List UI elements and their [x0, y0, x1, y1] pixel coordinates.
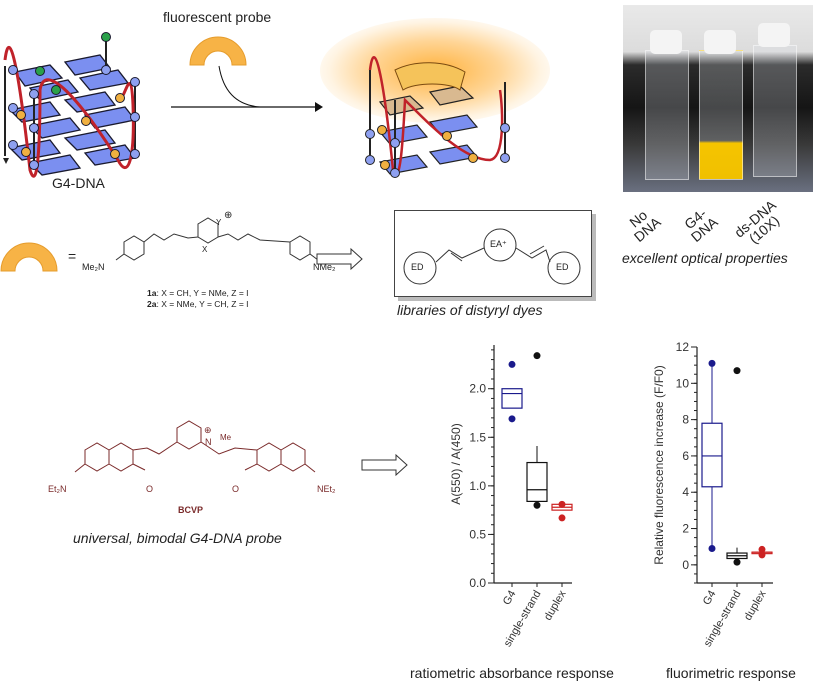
- y-tick-label: 0.0: [469, 576, 486, 590]
- y-tick-label: 1.0: [469, 479, 486, 493]
- cuvette-ds-dna: [753, 45, 797, 177]
- outlier-point: [533, 352, 541, 360]
- y-tick-label: 0.5: [469, 527, 486, 541]
- optical-properties-caption: excellent optical properties: [622, 250, 788, 266]
- outlier-point: [558, 514, 566, 522]
- bcvp-name: BCVP: [178, 505, 204, 515]
- y-axis-label: Relative fluorescence increase (F/F0): [652, 365, 666, 564]
- cuvette-g4-dna: [699, 50, 743, 180]
- donor-label-right: ED: [556, 262, 569, 272]
- compound-desc: : X = NMe, Y = CH, Z = I: [156, 299, 249, 309]
- cuvette-photo: [623, 5, 813, 192]
- bcvp-oxygen-right: O: [232, 484, 240, 494]
- binding-arrow: [171, 65, 323, 112]
- y-tick-label: 4: [682, 485, 689, 499]
- hollow-arrow-icon: [316, 247, 363, 271]
- g4-probe-complex: [365, 56, 510, 178]
- cation-charge-icon: ⊕: [224, 210, 233, 221]
- outlier-point: [708, 359, 716, 367]
- outlier-point: [733, 367, 741, 375]
- y-tick-label: 1.5: [469, 430, 486, 444]
- y-tick-label: 8: [682, 413, 689, 427]
- ring-atom-y: Y: [216, 218, 222, 227]
- donor-label-left: ED: [411, 262, 424, 272]
- g4-dna-label: G4-DNA: [52, 175, 105, 191]
- cuvette-no-dna: [645, 50, 689, 180]
- fluorescence-caption: fluorimetric response: [666, 665, 796, 681]
- y-tick-label: 6: [682, 449, 689, 463]
- probe-halfring-icon: [0, 242, 58, 272]
- outlier-point: [558, 500, 566, 508]
- fluorescent-probe-label: fluorescent probe: [163, 9, 272, 25]
- outlier-point: [533, 501, 541, 509]
- y-tick-label: 10: [676, 376, 690, 390]
- bcvp-oxygen-left: O: [146, 484, 154, 494]
- compound-id: 2a: [147, 299, 157, 309]
- bcvp-methyl: Me: [220, 433, 232, 442]
- bcvp-charge-icon: ⊕: [204, 425, 212, 435]
- cuvette-cap: [704, 30, 736, 54]
- g4-dna-illustration: [3, 32, 140, 178]
- outlier-point: [758, 551, 766, 559]
- cuvette-cap: [758, 23, 790, 47]
- box-single-strand: [526, 461, 548, 502]
- compound-1a-label: 1a: X = CH, Y = NMe, Z = I: [147, 288, 249, 298]
- y-tick-label: 12: [676, 340, 690, 354]
- box-G4: [701, 422, 723, 488]
- right-dimethylamino: NMe₂: [313, 262, 336, 272]
- bcvp-right-diethylamino: NEt₂: [317, 484, 336, 494]
- bcvp-left-diethylamino: Et₂N: [48, 484, 67, 494]
- bcvp-structure: [74, 420, 316, 473]
- x-tick-label: G4: [701, 589, 719, 608]
- ring-atom-x: X: [202, 245, 208, 254]
- outlier-point: [733, 558, 741, 566]
- equals-sign: =: [68, 248, 77, 264]
- probe-halfring-icon: [189, 36, 247, 66]
- bcvp-nitrogen: N: [205, 437, 212, 447]
- outlier-point: [508, 415, 516, 423]
- bcvp-caption: universal, bimodal G4-DNA probe: [73, 530, 282, 546]
- left-dimethylamino: Me₂N: [82, 262, 105, 272]
- absorbance-caption: ratiometric absorbance response: [410, 665, 614, 681]
- compound-id: 1a: [147, 288, 157, 298]
- acceptor-label: EA⁺: [490, 239, 507, 249]
- outlier-point: [708, 545, 716, 553]
- compound-2a-label: 2a: X = NMe, Y = CH, Z = I: [147, 299, 249, 309]
- outlier-point: [508, 360, 516, 368]
- x-tick-label: duplex: [742, 588, 769, 623]
- y-axis-label: A(550) / A(450): [449, 423, 463, 504]
- y-tick-label: 0: [682, 558, 689, 572]
- compound-desc: : X = CH, Y = NMe, Z = I: [156, 288, 249, 298]
- library-caption: libraries of distyryl dyes: [397, 302, 543, 318]
- cuvette-cap: [650, 30, 682, 54]
- hollow-arrow-icon: [361, 453, 408, 477]
- y-tick-label: 2: [682, 522, 689, 536]
- outlier-point: [758, 545, 766, 553]
- y-tick-label: 2.0: [469, 382, 486, 396]
- library-scheme: [403, 228, 581, 285]
